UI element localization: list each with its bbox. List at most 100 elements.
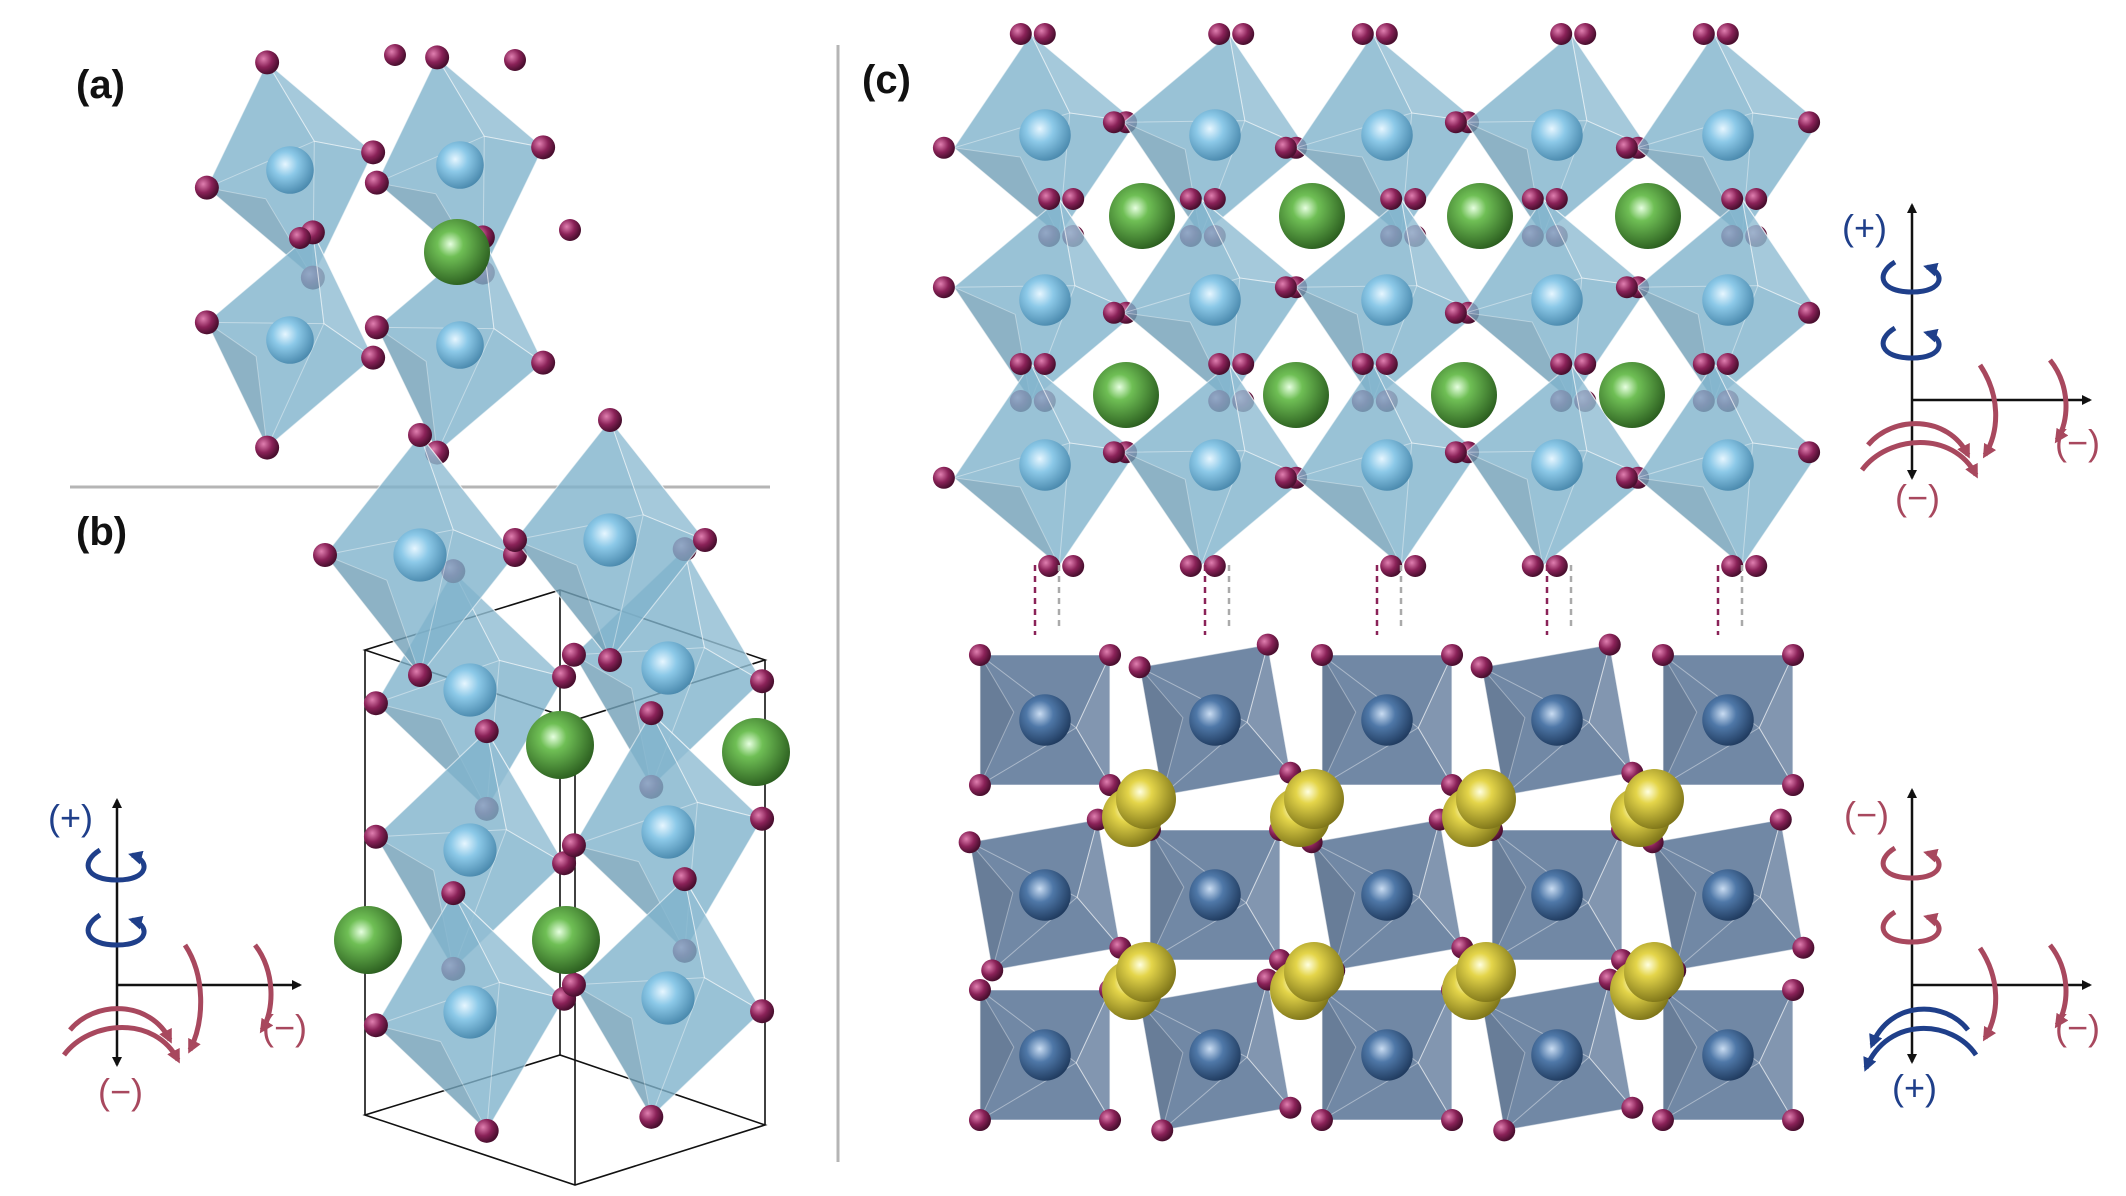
octahedron [374,730,566,970]
oxygen-atom [1062,555,1085,578]
oxygen-atom [1574,22,1597,45]
octahedron [1662,653,1794,787]
negative-rotation-arrow [1859,440,1979,479]
oxygen-atom [639,1104,664,1129]
octahedron-face [650,712,764,820]
octahedron [1635,33,1821,237]
a-site-atom [1279,183,1345,249]
oxygen-atom [531,350,556,375]
b-site-atom [436,321,484,369]
oxygen-atom [408,423,432,447]
oxygen-atom [1102,441,1125,464]
octahedron-face [1758,989,1794,1122]
octahedron-face [452,892,566,1000]
oxygen-atom [1716,22,1739,45]
octahedron-edge [375,981,565,1026]
octahedron-face [1138,1000,1184,1131]
b-site-atom [1019,869,1071,921]
oxygen-atom [968,774,991,797]
octahedron-edge [979,654,1111,786]
octahedron-edge [1674,819,1782,971]
oxygen-atom [1099,1109,1122,1132]
oxygen-atom [1256,633,1279,656]
negative-rotation-arrow [61,1025,181,1064]
octahedron-edge [1200,198,1241,402]
octahedron [1149,828,1281,962]
b-site-atom [1702,109,1754,161]
oxygen-atom [364,170,389,195]
octahedron [1635,363,1821,567]
octahedron-edge [1542,363,1588,567]
oxygen-atom [750,806,775,831]
octahedron-edge [452,892,500,1131]
octahedron-edge [1321,989,1453,1121]
octahedron-edge [1542,198,1583,402]
octahedron-face [1200,198,1308,288]
b-site-atom [1019,1029,1071,1081]
oxygen-atom [1782,774,1805,797]
octahedron-edge [1662,989,1794,1121]
oxygen-atom [598,408,622,432]
oxygen-atom [968,978,991,1001]
panel-b-structure [313,408,790,1186]
octahedron-face [1246,979,1292,1110]
oxygen-atom [1545,187,1568,210]
octahedron-edge [1139,666,1291,774]
panel-c-structure [932,22,1821,1142]
octahedron-edge [1662,654,1794,786]
octahedron-edge [1149,829,1281,961]
octahedron-edge [1713,33,1754,237]
rotation-sign: (−) [98,1071,143,1112]
oxygen-atom [1380,555,1403,578]
octahedron [1651,818,1805,972]
octahedron-edge [1636,285,1820,314]
oxygen-atom [531,135,556,160]
positive-rotation-arrow [1880,259,1942,295]
oxygen-atom [559,219,581,241]
oxygen-atom [561,833,586,858]
octahedron-face [1245,829,1281,962]
octahedron [1321,988,1453,1122]
octahedron-face [312,232,375,360]
b-site-atom [641,641,695,695]
oxygen-atom [1651,1109,1674,1132]
a-site-atom [424,219,490,285]
rotation-axes-c-top: (+) (−) (−) [1842,203,2100,518]
oxygen-atom [1102,111,1125,134]
octahedron-face [1075,654,1111,787]
a-site-atom [526,711,594,779]
oxygen-atom [1038,187,1061,210]
octahedron-face [1372,33,1480,123]
octahedron [1321,653,1453,787]
oxygen-atom [1745,555,1768,578]
octahedron-face [979,653,1015,786]
octahedron [952,33,1138,237]
b-site-atom [393,528,447,582]
b-site-atom [266,146,314,194]
octahedron-face [1587,829,1623,962]
octahedron [1635,198,1821,402]
oxygen-atom [363,1013,388,1038]
positive-rotation-arrow [85,847,147,883]
octahedron-edge [514,514,706,541]
oxygen-atom [1179,555,1202,578]
octahedron-edge [991,819,1099,971]
octahedron-face [205,320,268,448]
b-site-atom [1189,439,1241,491]
octahedron-face [436,57,545,149]
rotation-sign: (−) [1844,794,1889,835]
oxygen-atom [1692,22,1715,45]
octahedron [952,363,1138,567]
b-site-atom [1019,694,1071,746]
b-site-atom [1019,439,1071,491]
octahedron [979,988,1111,1122]
oxygen-atom [503,528,527,552]
octahedron-edge [1161,644,1269,796]
oxygen-atom [1441,643,1464,666]
octahedron [375,236,545,454]
rotation-axes-b: (+) (−) (−) [48,797,307,1112]
octahedron-face [1713,363,1821,453]
rotation-sign: (−) [1895,477,1940,518]
octahedron-edge [1333,819,1441,971]
oxygen-atom [255,435,280,460]
